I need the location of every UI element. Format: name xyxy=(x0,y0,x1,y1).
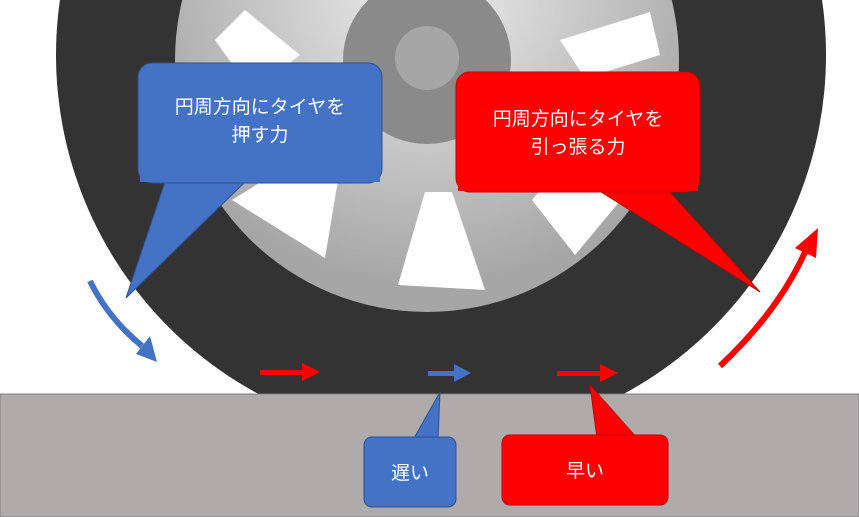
contact-arrow-red-left xyxy=(260,363,320,381)
slow-callout: 遅い xyxy=(363,391,457,508)
fast-callout: 早い xyxy=(501,383,669,506)
contact-arrow-blue-center xyxy=(428,364,471,382)
pull-rotation-arrow xyxy=(717,248,809,369)
push-rotation-arrowhead xyxy=(136,336,157,362)
push-force-label-line2: 押す力 xyxy=(231,124,288,146)
spoke-opening-top-right xyxy=(560,12,660,78)
pull-force-label-line2: 引っ張る力 xyxy=(530,136,625,158)
spoke-opening-bottom xyxy=(398,192,485,290)
pull-force-callout: 円周方向にタイヤを 引っ張る力 xyxy=(455,71,761,293)
fast-label: 早い xyxy=(566,460,604,482)
pull-rotation-arrowhead xyxy=(795,228,818,258)
push-force-label-line1: 円周方向にタイヤを xyxy=(175,96,345,118)
pull-force-label-line1: 円周方向にタイヤを xyxy=(493,108,663,130)
hub-inner xyxy=(395,26,459,90)
contact-arrow-red-right xyxy=(557,364,618,382)
push-rotation-arrow xyxy=(87,279,144,349)
push-force-callout: 円周方向にタイヤを 押す力 xyxy=(125,62,383,299)
slow-label: 遅い xyxy=(391,462,429,484)
spoke-opening-top-left xyxy=(215,10,300,92)
